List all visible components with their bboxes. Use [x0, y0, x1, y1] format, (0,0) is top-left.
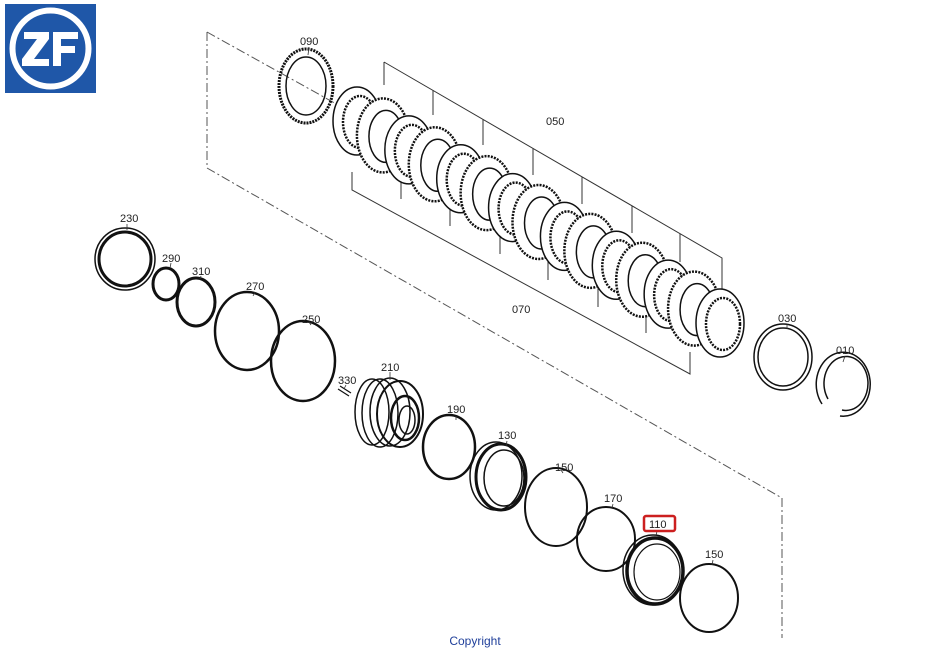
label-230[interactable]: 230 [120, 213, 138, 225]
part-230-ring[interactable] [94, 227, 156, 291]
part-030-ring[interactable] [753, 323, 813, 391]
leader-lines [126, 46, 846, 566]
part-130-ring[interactable] [469, 441, 528, 512]
label-270[interactable]: 270 [246, 281, 264, 293]
label-070[interactable]: 070 [512, 304, 530, 316]
part-150b-o-ring[interactable] [679, 563, 739, 633]
label-310[interactable]: 310 [192, 266, 210, 278]
label-150b[interactable]: 150 [705, 549, 723, 561]
label-110[interactable]: 110 [649, 519, 667, 531]
zf-logo [5, 4, 96, 93]
label-290[interactable]: 290 [162, 253, 180, 265]
part-270-o-ring[interactable] [213, 290, 281, 372]
label-170[interactable]: 170 [604, 493, 622, 505]
part-330-pin[interactable] [337, 385, 352, 397]
clutch-plate-070[interactable] [695, 288, 745, 358]
part-210-piston[interactable] [354, 377, 424, 448]
part-170-o-ring[interactable] [576, 506, 636, 572]
label-090[interactable]: 090 [300, 36, 318, 48]
zf-logo-mark [9, 7, 92, 90]
label-330[interactable]: 330 [338, 375, 356, 387]
part-110-ring[interactable] [622, 534, 685, 606]
selected-part-highlight [642, 514, 677, 533]
label-250[interactable]: 250 [302, 314, 320, 326]
part-250-o-ring[interactable] [269, 319, 337, 403]
part-190-o-ring[interactable] [421, 413, 477, 481]
label-130[interactable]: 130 [498, 430, 516, 442]
plate-stack-bracket [351, 61, 723, 375]
part-310-o-ring[interactable] [175, 276, 217, 328]
part-290-o-ring[interactable] [151, 266, 181, 302]
part-090-end-plate[interactable] [277, 47, 335, 125]
label-030[interactable]: 030 [778, 313, 796, 325]
copyright-text: Copyright [449, 634, 501, 648]
part-labels: 090 050 070 230 290 310 270 250 330 210 … [120, 36, 854, 561]
label-150[interactable]: 150 [555, 462, 573, 474]
label-190[interactable]: 190 [447, 404, 465, 416]
label-210[interactable]: 210 [381, 362, 399, 374]
label-010[interactable]: 010 [836, 345, 854, 357]
part-010-snap-ring[interactable] [815, 351, 871, 417]
label-050[interactable]: 050 [546, 116, 564, 128]
clutch-plate-stack [332, 86, 745, 358]
part-150-o-ring[interactable] [524, 467, 588, 547]
